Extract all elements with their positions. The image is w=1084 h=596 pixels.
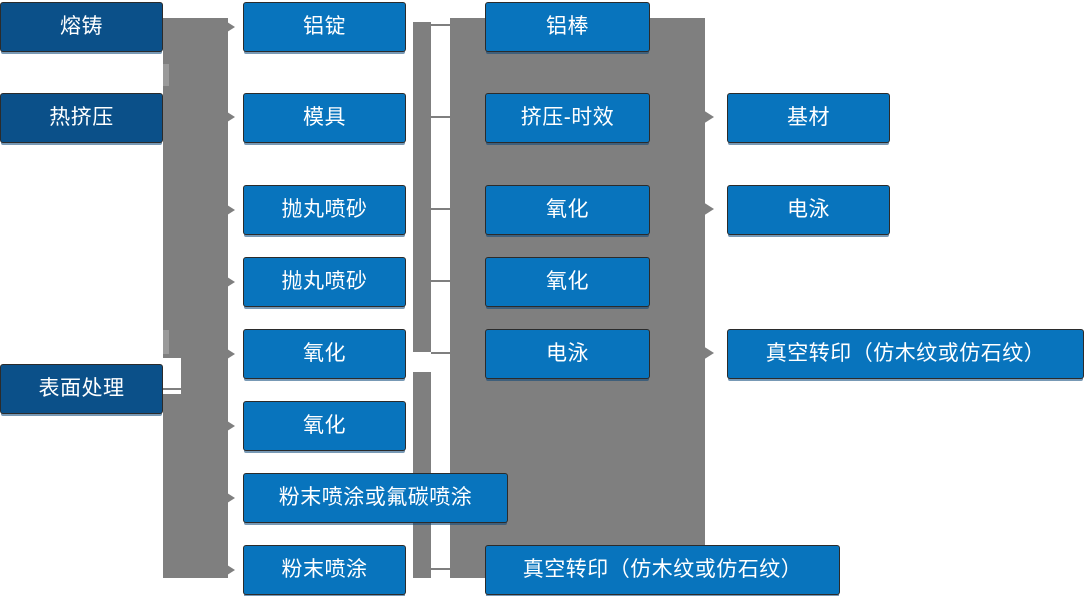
process-box-mold[interactable]: 模具 bbox=[243, 93, 406, 143]
process-box-oxidation-c2-2[interactable]: 氧化 bbox=[243, 401, 406, 451]
arrow-to-c2-3 bbox=[224, 203, 235, 217]
process-label-powder-or-fluorocarbon-coating: 粉末喷涂或氟碳喷涂 bbox=[278, 486, 473, 510]
stage-box-surface-treatment[interactable]: 表面处理 bbox=[0, 364, 163, 414]
process-label-shot-blasting-1: 抛丸喷砂 bbox=[281, 198, 368, 222]
arrow-to-c2-7 bbox=[224, 491, 235, 505]
stage-label-extrusion: 热挤压 bbox=[49, 106, 114, 130]
process-label-mold: 模具 bbox=[303, 106, 346, 130]
arrow-to-c2-2 bbox=[224, 110, 235, 124]
process-label-oxidation-c2-2: 氧化 bbox=[303, 414, 346, 438]
stage-label-surface-treatment: 表面处理 bbox=[38, 377, 125, 401]
process-label-aluminum-bar: 铝棒 bbox=[546, 15, 589, 39]
middle-thin-bar-upper bbox=[413, 22, 431, 352]
arrow-to-c2-8 bbox=[224, 563, 235, 577]
process-label-aluminum-ingot: 铝锭 bbox=[303, 15, 346, 39]
process-box-oxidation-c2-1[interactable]: 氧化 bbox=[243, 329, 406, 379]
left-trunk-bar bbox=[163, 18, 228, 578]
arrow-to-c2-6 bbox=[224, 419, 235, 433]
arrow-to-c2-5 bbox=[224, 347, 235, 361]
process-box-base-material[interactable]: 基材 bbox=[727, 93, 890, 143]
process-box-powder-or-fluorocarbon-coating[interactable]: 粉末喷涂或氟碳喷涂 bbox=[243, 473, 508, 523]
process-label-oxidation-c3-1: 氧化 bbox=[546, 198, 589, 222]
arrow-to-c4-3 bbox=[703, 346, 714, 360]
mid-stub-6 bbox=[431, 568, 451, 570]
process-label-base-material: 基材 bbox=[787, 106, 830, 130]
mid-stub-3 bbox=[431, 208, 451, 210]
arrow-to-c2-1 bbox=[224, 20, 235, 34]
process-label-oxidation-c2-1: 氧化 bbox=[303, 342, 346, 366]
process-box-oxidation-c3-1[interactable]: 氧化 bbox=[485, 185, 650, 235]
stage-box-casting[interactable]: 熔铸 bbox=[0, 2, 163, 52]
arrow-to-c4-1 bbox=[703, 110, 714, 124]
mid-stub-2 bbox=[431, 116, 451, 118]
surface-stage-stub bbox=[163, 388, 185, 390]
process-box-electrophoresis-c4[interactable]: 电泳 bbox=[727, 185, 890, 235]
process-box-extrusion-aging[interactable]: 挤压-时效 bbox=[485, 93, 650, 143]
process-label-shot-blasting-2: 抛丸喷砂 bbox=[281, 270, 368, 294]
mid-stub-4 bbox=[431, 280, 451, 282]
process-box-shot-blasting-2[interactable]: 抛丸喷砂 bbox=[243, 257, 406, 307]
left-trunk-notch bbox=[163, 358, 181, 394]
mid-stub-1 bbox=[431, 24, 451, 26]
trunk-tick-top bbox=[163, 64, 169, 86]
process-box-aluminum-ingot[interactable]: 铝锭 bbox=[243, 2, 406, 52]
process-box-vacuum-transfer-printing-c3[interactable]: 真空转印（仿木纹或仿石纹） bbox=[485, 545, 840, 595]
trunk-tick-mid bbox=[163, 330, 169, 354]
stage-label-casting: 熔铸 bbox=[60, 15, 103, 39]
process-box-oxidation-c3-2[interactable]: 氧化 bbox=[485, 257, 650, 307]
process-box-powder-coating[interactable]: 粉末喷涂 bbox=[243, 545, 406, 595]
process-box-aluminum-bar[interactable]: 铝棒 bbox=[485, 2, 650, 52]
process-box-shot-blasting-1[interactable]: 抛丸喷砂 bbox=[243, 185, 406, 235]
process-label-electrophoresis-c3: 电泳 bbox=[546, 342, 589, 366]
process-label-vacuum-transfer-printing-c4: 真空转印（仿木纹或仿石纹） bbox=[765, 342, 1046, 366]
arrow-to-c2-4 bbox=[224, 275, 235, 289]
arrow-to-c4-2 bbox=[703, 202, 714, 216]
process-box-vacuum-transfer-printing-c4[interactable]: 真空转印（仿木纹或仿石纹） bbox=[727, 329, 1084, 379]
process-label-extrusion-aging: 挤压-时效 bbox=[520, 106, 615, 130]
process-label-oxidation-c3-2: 氧化 bbox=[546, 270, 589, 294]
process-box-electrophoresis-c3[interactable]: 电泳 bbox=[485, 329, 650, 379]
stage-box-extrusion[interactable]: 热挤压 bbox=[0, 93, 163, 143]
process-label-vacuum-transfer-printing-c3: 真空转印（仿木纹或仿石纹） bbox=[522, 558, 803, 582]
mid-stub-5 bbox=[431, 352, 451, 354]
process-label-electrophoresis-c4: 电泳 bbox=[787, 198, 830, 222]
process-label-powder-coating: 粉末喷涂 bbox=[281, 558, 368, 582]
